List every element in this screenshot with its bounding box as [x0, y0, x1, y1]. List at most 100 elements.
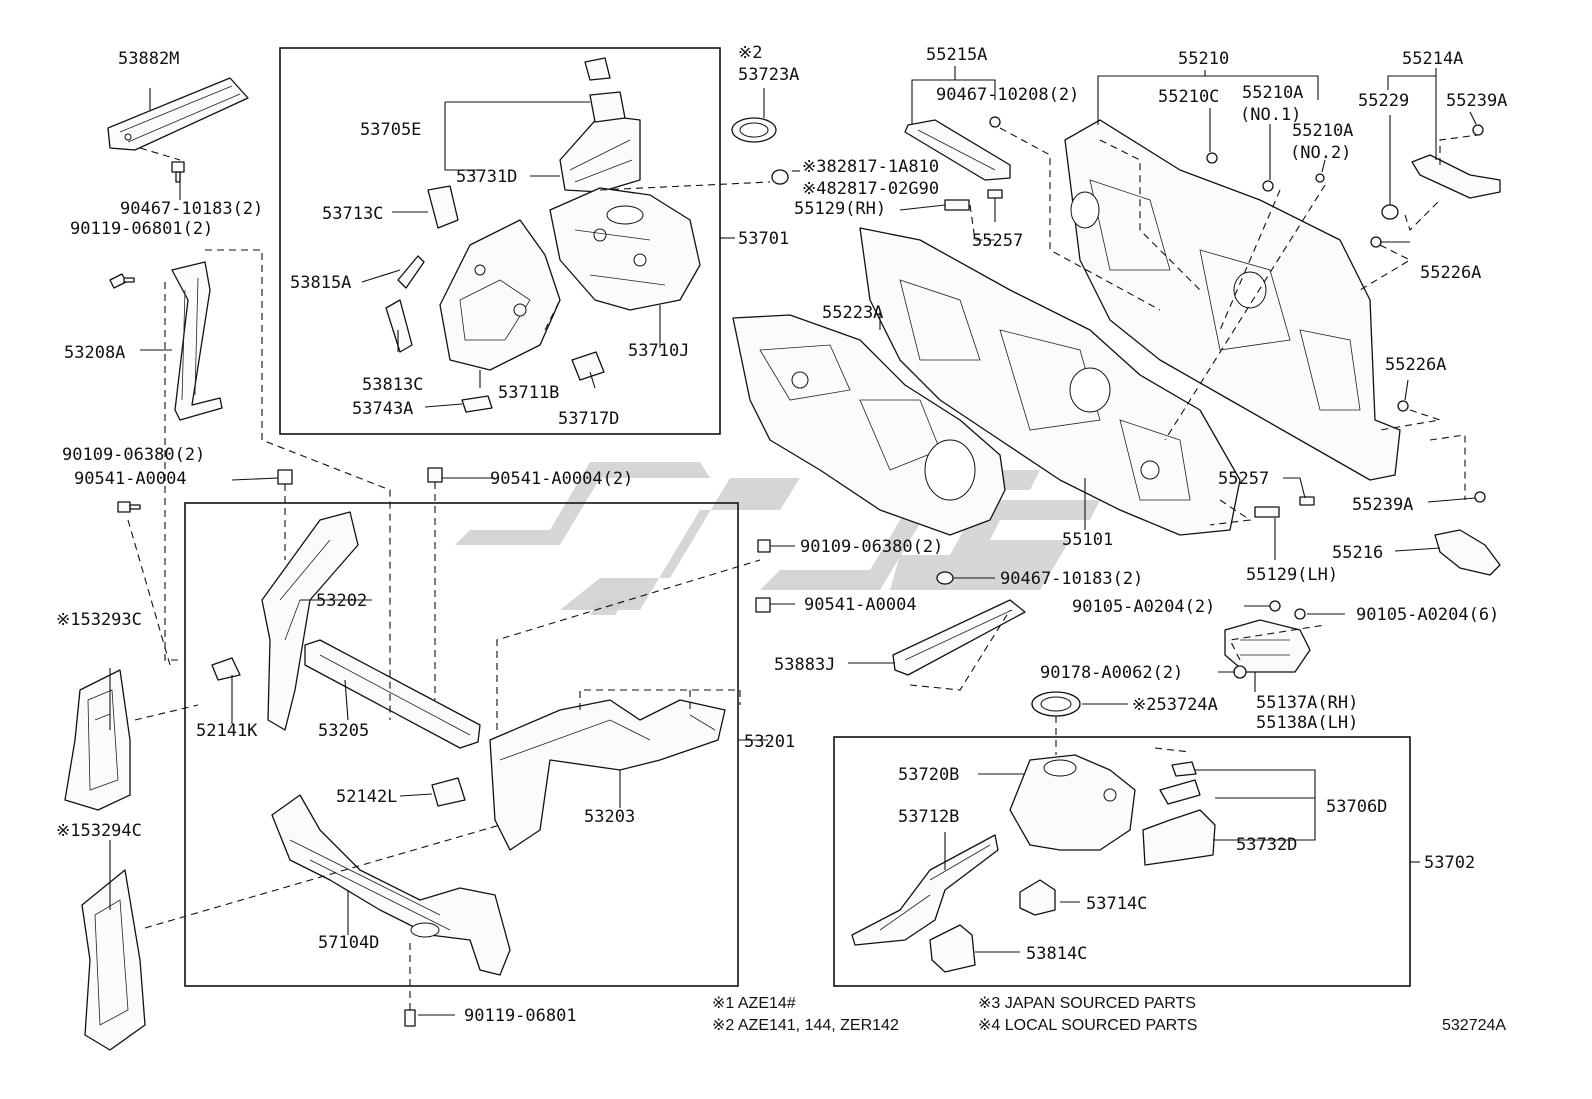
label-53706D: 53706D [1326, 797, 1387, 817]
label-55257-bottom: 55257 [1218, 469, 1269, 489]
part-53712B-drawing [851, 834, 999, 946]
part-53813C-drawing [385, 299, 413, 353]
part-55216-drawing [1434, 529, 1501, 576]
label-90541-A0004-mid: 90541-A0004 [804, 595, 917, 615]
part-55101-drawing [859, 227, 1241, 536]
label-52141K: 52141K [196, 721, 258, 741]
label-53701: 53701 [738, 229, 789, 249]
label-55210A-no1-sub: (NO.1) [1240, 105, 1301, 125]
label-55214A: 55214A [1402, 49, 1463, 69]
label-55210: 55210 [1178, 49, 1229, 69]
label-90109-06380-2-left: 90109-06380(2) [62, 445, 205, 465]
label-55239A-top: 55239A [1446, 91, 1507, 111]
label-90467-10183-2-mid: 90467-10183(2) [1000, 569, 1143, 589]
part-53706D-53732D-drawing [1142, 761, 1216, 866]
label-90541-A0004-left: 90541-A0004 [74, 469, 187, 489]
label-53208A: 53208A [64, 343, 125, 363]
label-53883J: 53883J [774, 655, 835, 675]
bolt-90109-06380-drawing [117, 501, 141, 513]
part-53723A-drawing [731, 117, 777, 143]
label-55138A-lh: 55138A(LH) [1256, 713, 1358, 733]
bolt-90467-10183-drawing [171, 161, 185, 183]
label-53720B: 53720B [898, 765, 959, 785]
label-90178-A0062-2: 90178-A0062(2) [1040, 663, 1183, 683]
part-53883J-drawing [892, 599, 1026, 676]
label-90105-A0204-2: 90105-A0204(2) [1072, 597, 1215, 617]
part-apron-inner-drawing [439, 219, 561, 371]
label-53723A: 53723A [738, 65, 799, 85]
label-55210A-no2-sub: (NO.2) [1290, 143, 1351, 163]
group-frame-53201 [184, 502, 739, 987]
part-53714C-drawing [1019, 879, 1056, 916]
label-53743A: 53743A [352, 399, 413, 419]
part-55223A-drawing [732, 314, 1006, 536]
part-57104D-drawing [271, 794, 511, 976]
bolt-90119-06801-drawing [109, 273, 135, 289]
label-53717D: 53717D [558, 409, 619, 429]
diagram-number: 532724A [1442, 1017, 1506, 1034]
label-82817-1A810: ※382817-1A810 [802, 157, 939, 177]
label-55210C: 55210C [1158, 87, 1219, 107]
label-90119-06801: 90119-06801 [464, 1006, 577, 1026]
label-53714C: 53714C [1086, 894, 1147, 914]
label-82817-02G90: ※482817-02G90 [802, 179, 939, 199]
part-53717D-drawing [571, 351, 605, 381]
label-52142L: 52142L [336, 787, 397, 807]
part-53203-drawing [489, 699, 726, 851]
clip-55229-drawing [1381, 204, 1399, 220]
label-53731D: 53731D [456, 167, 517, 187]
label-55129-rh: 55129(RH) [794, 199, 886, 219]
label-55257-top: 55257 [972, 231, 1023, 251]
footnote-1: ※1 AZE14# [712, 995, 796, 1012]
part-53208A-drawing [171, 261, 223, 421]
part-53202-drawing [261, 511, 359, 731]
part-52141K-drawing [211, 657, 241, 681]
assembly-dashed-lines [127, 127, 1479, 1010]
part-52142L-drawing [431, 777, 466, 807]
part-55214A-drawing [1411, 154, 1501, 199]
part-53713C-drawing [427, 185, 459, 229]
label-55216: 55216 [1332, 543, 1383, 563]
group-frame-53701 [279, 47, 721, 435]
label-53724A: ※253724A [1132, 695, 1218, 715]
label-53205: 53205 [318, 721, 369, 741]
label-90119-06801-2: 90119-06801(2) [70, 219, 213, 239]
label-55137A-rh: 55137A(RH) [1256, 693, 1358, 713]
part-53294C-drawing [81, 869, 146, 1051]
footnote-4: ※4 LOCAL SOURCED PARTS [978, 1017, 1197, 1034]
label-53201: 53201 [744, 732, 795, 752]
label-53732D: 53732D [1236, 835, 1297, 855]
leader-lines [109, 66, 1477, 1016]
label-53294C: ※153294C [56, 821, 142, 841]
label-90467-10183-2: 90467-10183(2) [120, 199, 263, 219]
part-53293C-drawing [64, 669, 131, 811]
label-53203: 53203 [584, 807, 635, 827]
label-53815A: 53815A [290, 273, 351, 293]
label-53813C: 53813C [362, 375, 423, 395]
part-55137A-55138A-drawing [1224, 619, 1311, 673]
part-53814C-drawing [929, 924, 976, 973]
footnote-2: ※2 AZE141, 144, ZER142 [712, 1017, 899, 1034]
part-53815A-drawing [397, 255, 425, 289]
part-53205-drawing [304, 639, 481, 749]
label-53710J: 53710J [628, 341, 689, 361]
label-90109-06380-2-mid: 90109-06380(2) [800, 537, 943, 557]
label-90105-A0204-6: 90105-A0204(6) [1356, 605, 1499, 625]
part-55210-drawing [1064, 119, 1401, 481]
grommet-82817-drawing [771, 169, 789, 185]
footnote-3: ※3 JAPAN SOURCED PARTS [978, 995, 1196, 1012]
label-53723A-mark: ※2 [738, 43, 762, 63]
label-53705E: 53705E [360, 120, 421, 140]
label-90467-10208-2: 90467-10208(2) [936, 85, 1079, 105]
part-55215A-drawing [904, 119, 1011, 181]
label-57104D: 57104D [318, 933, 379, 953]
part-53743A-drawing [461, 395, 493, 413]
label-53202: 53202 [316, 591, 367, 611]
part-53710J-drawing [549, 187, 701, 311]
label-53293C: ※153293C [56, 610, 142, 630]
label-53713C: 53713C [322, 204, 383, 224]
label-53814C: 53814C [1026, 944, 1087, 964]
label-55210A-no1: 55210A [1242, 83, 1303, 103]
label-53711B: 53711B [498, 383, 559, 403]
